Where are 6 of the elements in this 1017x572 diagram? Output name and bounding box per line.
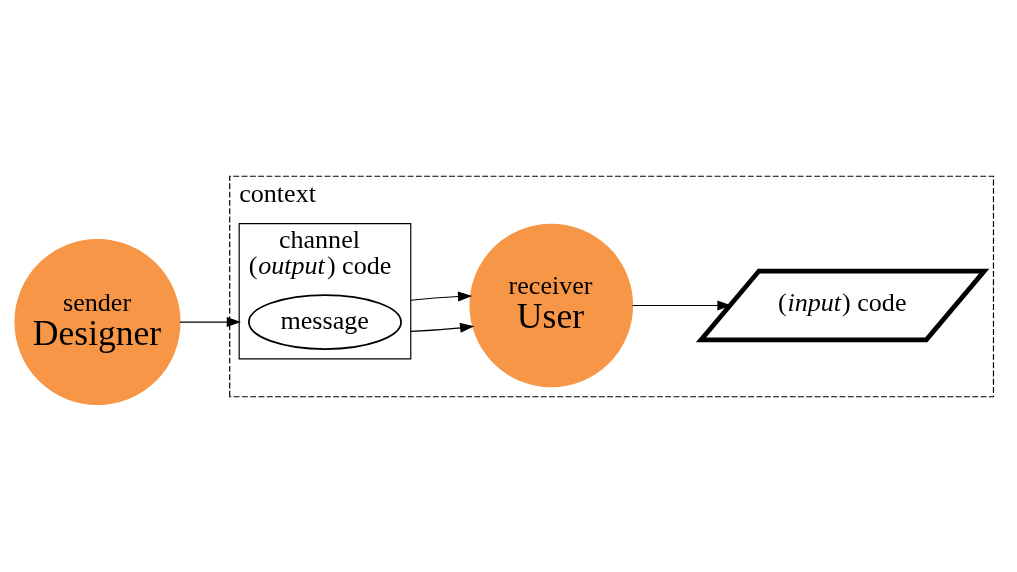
node-circle: sender Designer xyxy=(13,238,180,405)
arrow xyxy=(409,291,472,301)
node-circle: receiver User xyxy=(468,223,633,387)
node-ellipse: message xyxy=(247,293,402,350)
arrow xyxy=(178,316,241,327)
arrow xyxy=(409,322,474,333)
